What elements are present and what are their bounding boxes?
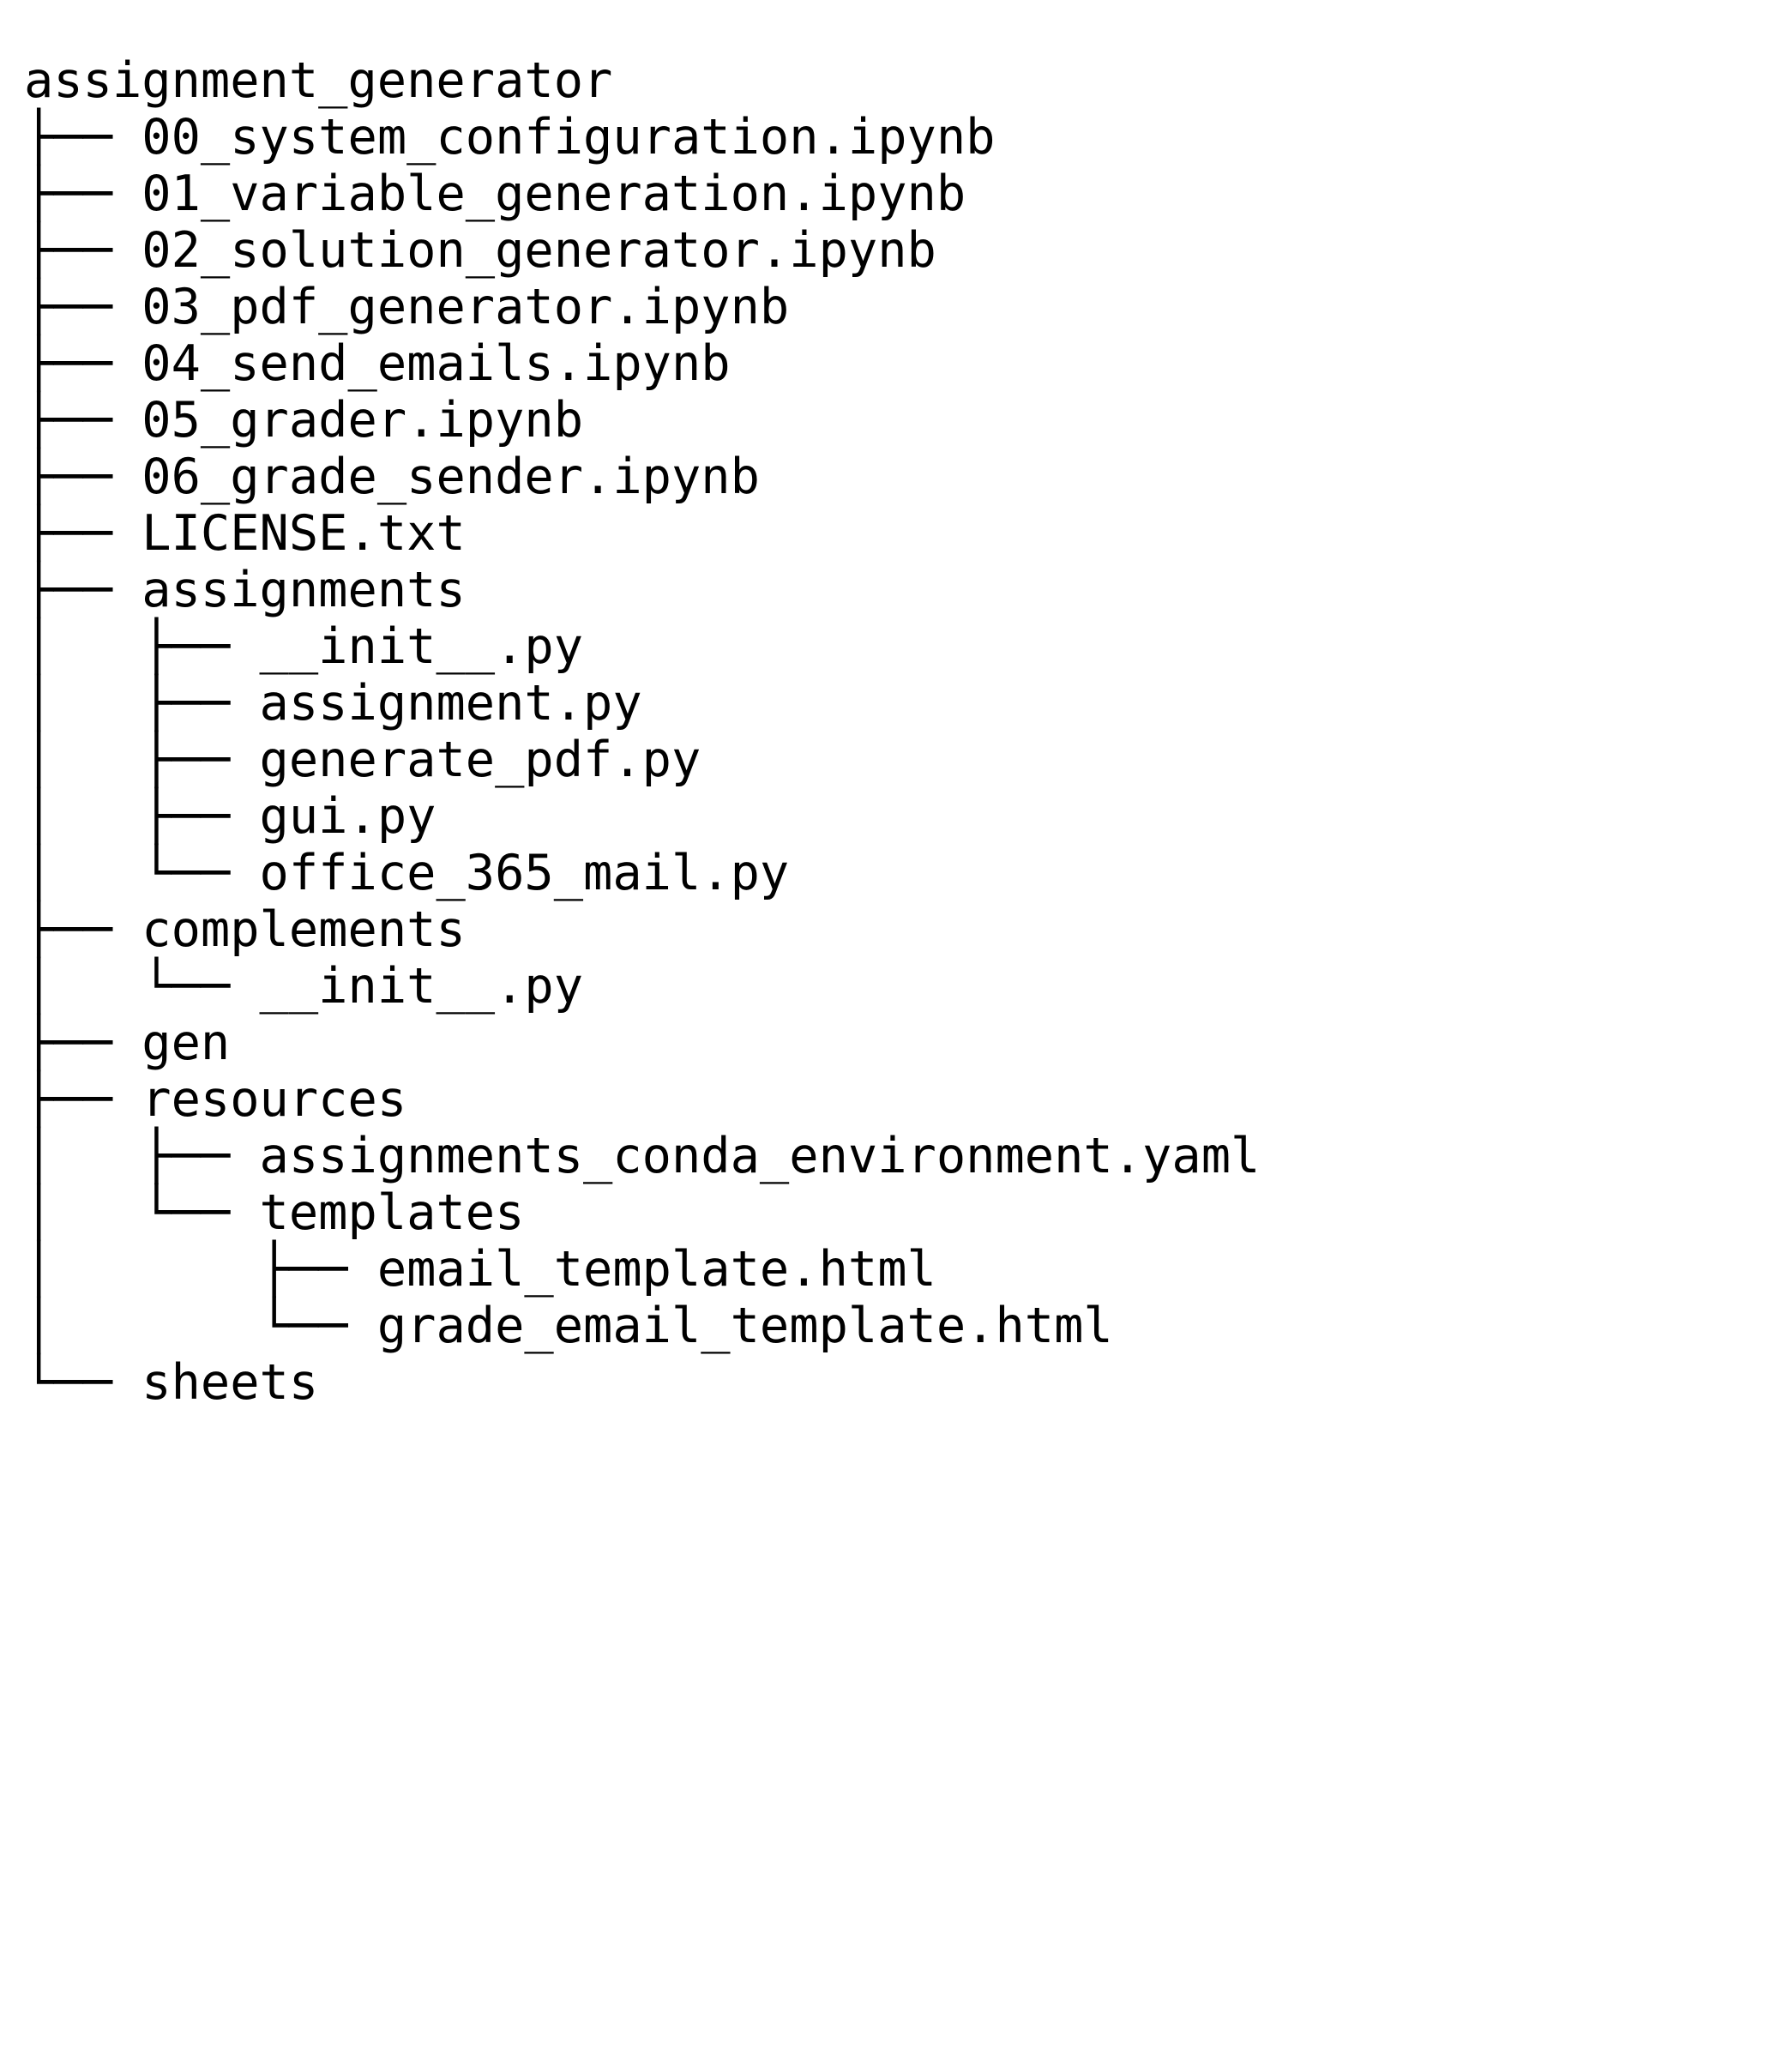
tree-branch-connector-tee: ├──	[24, 562, 142, 618]
tree-branch-connector-elbow: └──	[24, 1354, 142, 1411]
tree-root-row: assignment_generator	[24, 52, 1770, 109]
tree-branch-connector-tee: │ ├──	[24, 788, 260, 845]
tree-row: ├── complements	[24, 901, 1770, 958]
tree-directory-label: resources	[141, 1071, 407, 1128]
tree-file-label: assignment.py	[259, 675, 642, 732]
tree-directory-label: complements	[141, 901, 466, 958]
tree-file-label: generate_pdf.py	[259, 732, 701, 788]
tree-branch-connector-tee: ├──	[24, 109, 142, 166]
tree-file-label: email_template.html	[376, 1241, 936, 1298]
tree-file-label: 01_variable_generation.ipynb	[141, 166, 966, 222]
tree-file-label: assignments_conda_environment.yaml	[259, 1128, 1261, 1184]
tree-branch-connector-tee: ├──	[24, 449, 142, 505]
tree-file-label: grade_email_template.html	[376, 1298, 1113, 1354]
tree-row: ├── 04_send_emails.ipynb	[24, 335, 1770, 392]
tree-row: ├── assignments	[24, 562, 1770, 618]
tree-row: │ ├── assignment.py	[24, 675, 1770, 732]
tree-branch-connector-elbow: │ └──	[24, 845, 260, 901]
tree-branch-connector-tee: ├──	[24, 335, 142, 392]
tree-row: │ └── grade_email_template.html	[24, 1298, 1770, 1354]
tree-row: │ ├── generate_pdf.py	[24, 732, 1770, 788]
directory-tree: assignment_generator ├── 00_system_confi…	[24, 52, 1770, 1411]
tree-row: ├── resources	[24, 1071, 1770, 1128]
tree-file-label: 06_grade_sender.ipynb	[141, 449, 760, 505]
tree-row: │ └── templates	[24, 1184, 1770, 1241]
tree-directory-label: templates	[259, 1184, 525, 1241]
tree-file-label: 05_grader.ipynb	[141, 392, 584, 449]
tree-row: └── sheets	[24, 1354, 1770, 1411]
tree-row: ├── 00_system_configuration.ipynb	[24, 109, 1770, 166]
tree-file-label: office_365_mail.py	[259, 845, 790, 901]
tree-file-label: 04_send_emails.ipynb	[141, 335, 731, 392]
tree-row: ├── LICENSE.txt	[24, 505, 1770, 562]
tree-branch-connector-elbow: │ └──	[24, 1184, 260, 1241]
tree-file-label: 00_system_configuration.ipynb	[141, 109, 996, 166]
tree-row: ├── 02_solution_generator.ipynb	[24, 222, 1770, 279]
tree-directory-label: gen	[141, 1015, 231, 1071]
tree-row: ├── 06_grade_sender.ipynb	[24, 449, 1770, 505]
tree-file-label: __init__.py	[259, 958, 584, 1015]
tree-row: │ └── office_365_mail.py	[24, 845, 1770, 901]
tree-directory-label: assignments	[141, 562, 466, 618]
tree-row: ├── 01_variable_generation.ipynb	[24, 166, 1770, 222]
tree-branch-connector-tee: │ ├──	[24, 1128, 260, 1184]
tree-branch-connector-tee: ├──	[24, 392, 142, 449]
tree-branch-connector-tee: │ ├──	[24, 675, 260, 732]
tree-branch-connector-elbow: │ └──	[24, 1298, 377, 1354]
tree-branch-connector-tee: ├──	[24, 166, 142, 222]
tree-branch-connector-tee: ├──	[24, 1071, 142, 1128]
tree-directory-label: assignment_generator	[24, 52, 613, 109]
tree-row: │ ├── gui.py	[24, 788, 1770, 845]
tree-branch-connector-tee: ├──	[24, 505, 142, 562]
tree-file-label: __init__.py	[259, 618, 584, 675]
tree-branch-connector-elbow: │ └──	[24, 958, 260, 1015]
tree-branch-connector-tee: ├──	[24, 1015, 142, 1071]
tree-file-label: 02_solution_generator.ipynb	[141, 222, 936, 279]
tree-file-label: 03_pdf_generator.ipynb	[141, 279, 790, 335]
tree-row: ├── gen	[24, 1015, 1770, 1071]
tree-branch-connector-tee: ├──	[24, 279, 142, 335]
tree-directory-label: sheets	[141, 1354, 319, 1411]
tree-row: │ ├── __init__.py	[24, 618, 1770, 675]
tree-row: │ ├── assignments_conda_environment.yaml	[24, 1128, 1770, 1184]
tree-file-label: gui.py	[259, 788, 436, 845]
tree-row: │ └── __init__.py	[24, 958, 1770, 1015]
tree-row: ├── 03_pdf_generator.ipynb	[24, 279, 1770, 335]
tree-branch-connector-tee: │ ├──	[24, 1241, 377, 1298]
tree-branch-connector-tee: │ ├──	[24, 732, 260, 788]
tree-branch-connector-tee: │ ├──	[24, 618, 260, 675]
tree-row: ├── 05_grader.ipynb	[24, 392, 1770, 449]
tree-row: │ ├── email_template.html	[24, 1241, 1770, 1298]
tree-file-label: LICENSE.txt	[141, 505, 466, 562]
tree-branch-connector-tee: ├──	[24, 222, 142, 279]
tree-branch-connector-tee: ├──	[24, 901, 142, 958]
